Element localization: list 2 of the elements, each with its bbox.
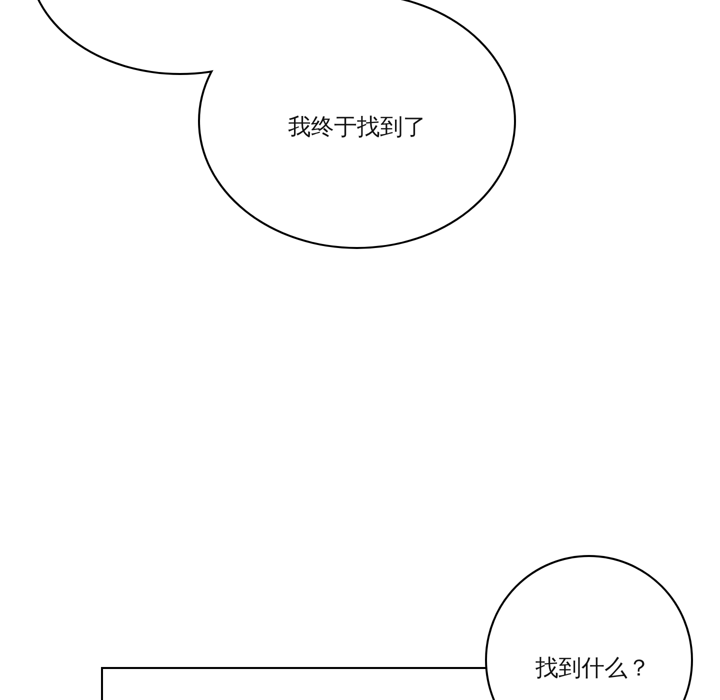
- speech-text: 我终于找到了: [288, 114, 426, 142]
- speech-text: 找到什么？: [536, 654, 650, 684]
